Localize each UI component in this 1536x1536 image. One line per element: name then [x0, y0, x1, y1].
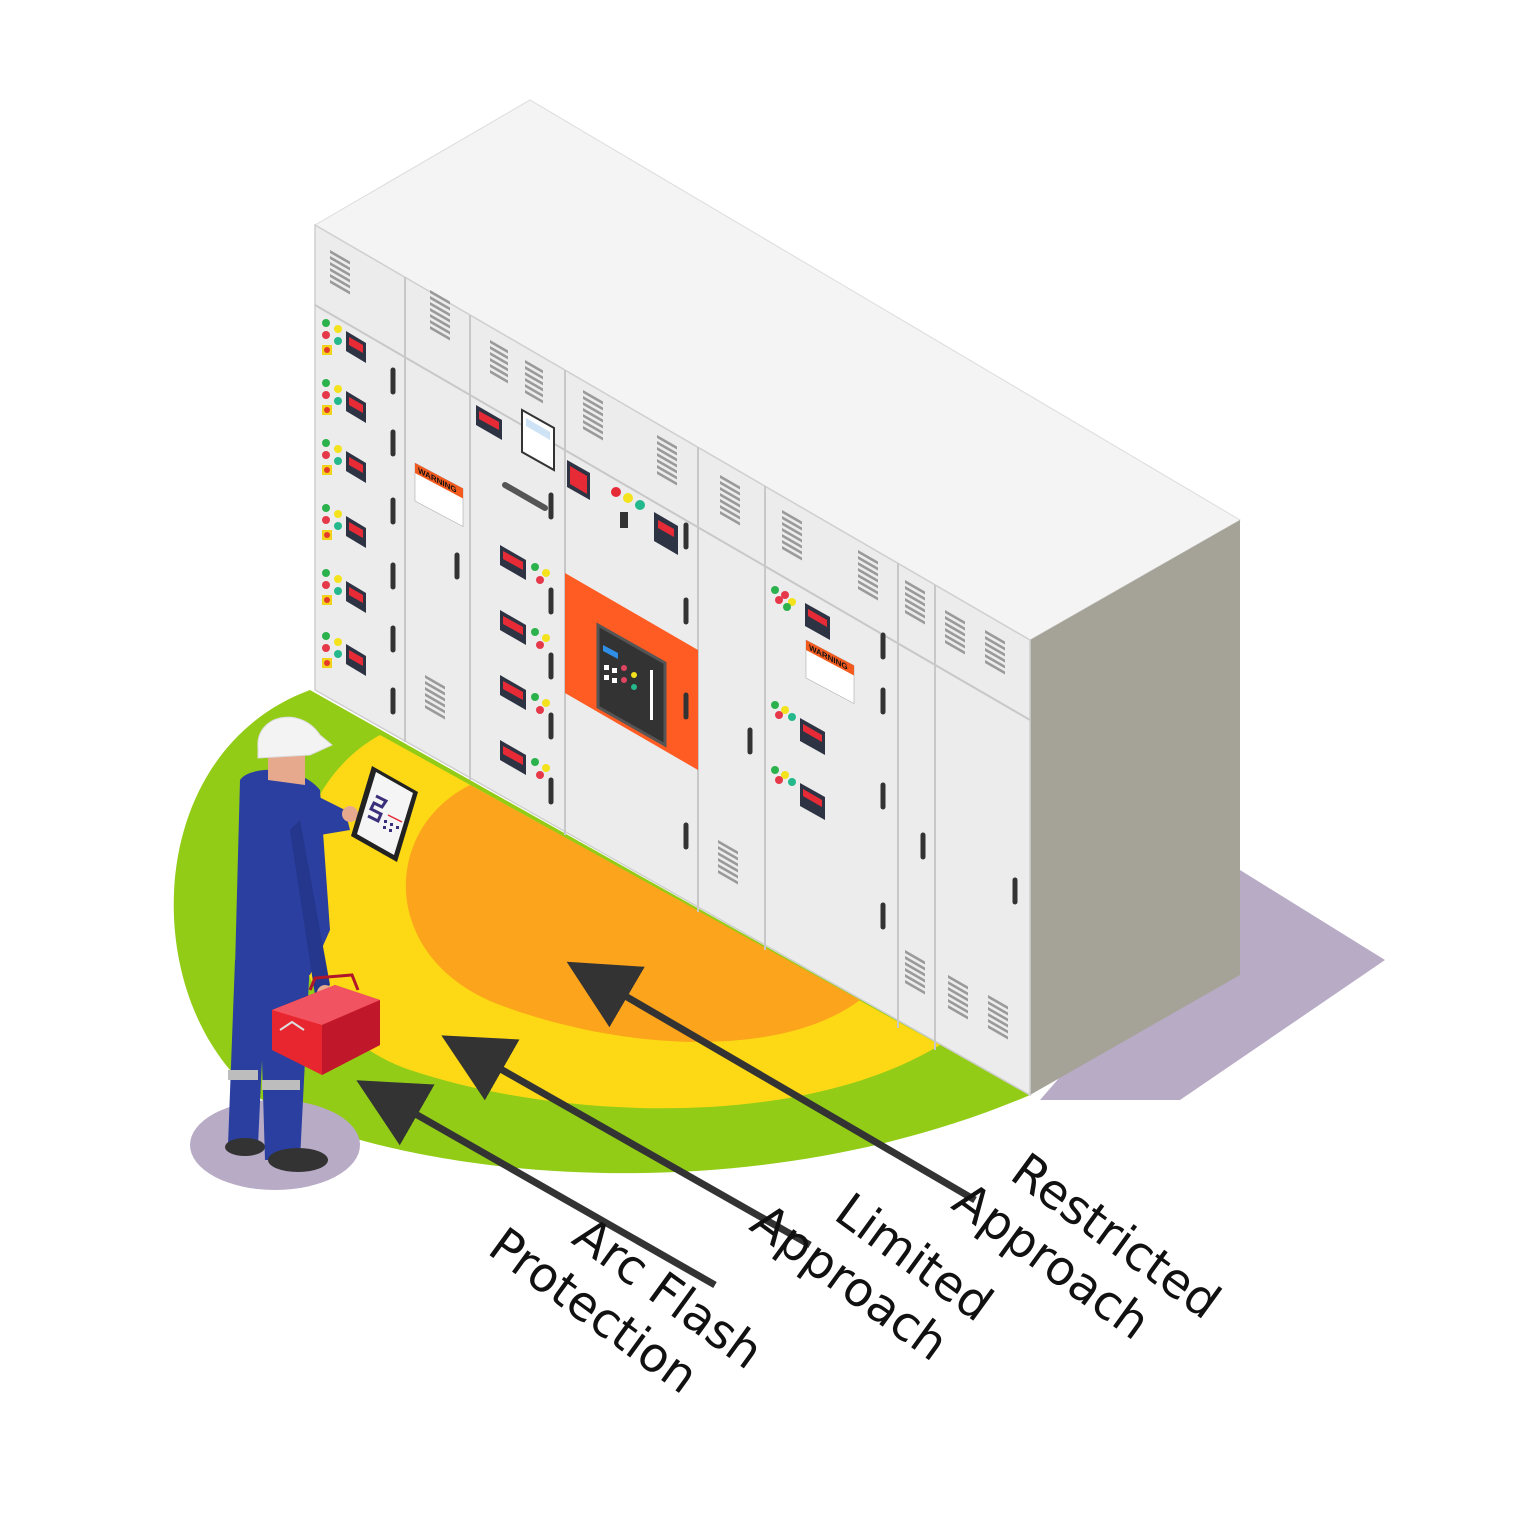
meter-section: [567, 460, 678, 555]
mcc-buckets-left: [322, 319, 366, 676]
relay-display: [521, 408, 555, 472]
arrow-limited: [441, 1035, 812, 1249]
label-arc-flash-protection: Arc Flash Protection: [479, 1206, 773, 1405]
vent-grilles: [330, 250, 1008, 1040]
arrow-arc-flash: [356, 1080, 717, 1289]
tablet-logo-icon: [367, 794, 389, 824]
breaker-handle: [502, 482, 548, 511]
door-handles: [390, 367, 1018, 930]
toolbox: [272, 973, 380, 1075]
zone-restricted: [405, 785, 860, 1042]
controller-panel: [565, 573, 698, 770]
label-limited-approach: Limited Approach: [741, 1182, 1003, 1372]
tablet: [351, 766, 418, 862]
label-restricted-approach: Restricted Approach: [943, 1142, 1231, 1351]
bucket-row: [322, 319, 366, 363]
cabinet-side: [1030, 520, 1240, 1095]
worker: [225, 716, 358, 1172]
zone-arrows: [356, 961, 977, 1289]
arrow-restricted: [566, 961, 977, 1204]
mcc-buckets-right: [771, 586, 830, 820]
mcc-buckets-center: [476, 405, 555, 779]
